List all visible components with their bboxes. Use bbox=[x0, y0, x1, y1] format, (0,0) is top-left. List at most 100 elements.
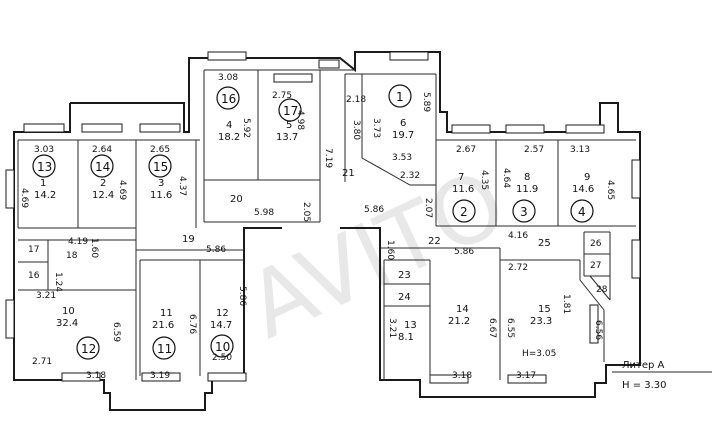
plan-label: 14.7 bbox=[210, 320, 232, 331]
plan-label: 8.1 bbox=[398, 332, 414, 343]
plan-label: 3.18 bbox=[452, 371, 472, 381]
plan-label: 3.73 bbox=[371, 118, 381, 138]
room-id: 10 bbox=[215, 340, 230, 354]
plan-label: 4.37 bbox=[177, 176, 187, 196]
plan-label: 23.3 bbox=[530, 316, 552, 327]
plan-label: 19.7 bbox=[392, 130, 414, 141]
plan-label: 5.86 bbox=[364, 205, 384, 215]
room-id: 2 bbox=[460, 205, 468, 219]
plan-label: 7 bbox=[458, 172, 464, 183]
plan-label: 11 bbox=[160, 308, 173, 319]
room-id: 11 bbox=[157, 342, 172, 356]
plan-label: 6 bbox=[400, 118, 406, 129]
plan-label: 3.17 bbox=[516, 371, 536, 381]
plan-label: 13 bbox=[404, 320, 417, 331]
plan-label: 24 bbox=[398, 292, 411, 303]
plan-label: 4 bbox=[226, 120, 232, 131]
plan-label: 7.19 bbox=[323, 148, 333, 168]
room-id: 15 bbox=[153, 160, 168, 174]
plan-label: 12.4 bbox=[92, 190, 114, 201]
plan-label: 13.7 bbox=[276, 132, 298, 143]
plan-label: 4.64 bbox=[501, 168, 511, 188]
plan-label: 2 bbox=[100, 178, 106, 189]
room-id: 1 bbox=[396, 90, 404, 104]
plan-label: 21.6 bbox=[152, 320, 174, 331]
room-id: 17 bbox=[283, 104, 298, 118]
plan-label: 21 bbox=[342, 168, 355, 179]
plan-label: 6.76 bbox=[187, 314, 197, 334]
plan-label: 4.98 bbox=[295, 110, 305, 130]
legend: Литер А Н = 3.30 bbox=[612, 360, 712, 391]
plan-label: 5.86 bbox=[206, 245, 226, 255]
plan-label: 18.2 bbox=[218, 132, 240, 143]
plan-label: 4.65 bbox=[605, 180, 615, 200]
room-id: 4 bbox=[578, 205, 586, 219]
plan-label: 1 bbox=[40, 178, 46, 189]
plan-label: 1.60 bbox=[89, 238, 99, 258]
plan-label: 6.55 bbox=[505, 318, 515, 338]
plan-label: 11.6 bbox=[150, 190, 172, 201]
plan-label: 3.80 bbox=[351, 120, 361, 140]
plan-label: 6.59 bbox=[111, 322, 121, 342]
legend-height: Н = 3.30 bbox=[622, 380, 667, 391]
plan-label: 2.18 bbox=[346, 95, 366, 105]
plan-label: 11.6 bbox=[452, 184, 474, 195]
room-id: 13 bbox=[37, 160, 52, 174]
plan-label: 32.4 bbox=[56, 318, 78, 329]
height-note: Н=3.05 bbox=[522, 349, 556, 359]
interior-walls bbox=[17, 69, 636, 380]
plan-label: 4.16 bbox=[508, 231, 528, 241]
plan-label: 25 bbox=[538, 238, 551, 249]
plan-label: 2.75 bbox=[272, 91, 292, 101]
corridor-labels: 20 5.98 2.05 21 3.80 7.19 2.18 3.53 2.32… bbox=[28, 95, 608, 381]
plan-label: 3.18 bbox=[86, 371, 106, 381]
plan-label: 28 bbox=[596, 285, 608, 295]
plan-label: 1.24 bbox=[53, 272, 63, 292]
plan-label: 6.67 bbox=[487, 318, 497, 338]
plan-label: 5 bbox=[286, 120, 292, 131]
plan-label: 20 bbox=[230, 194, 243, 205]
plan-label: 5.89 bbox=[421, 92, 431, 112]
plan-label: 4.19 bbox=[68, 237, 88, 247]
plan-label: 3.21 bbox=[36, 291, 56, 301]
plan-label: 5.86 bbox=[237, 286, 247, 306]
plan-label: 5.98 bbox=[254, 208, 274, 218]
plan-label: 2.71 bbox=[32, 357, 52, 367]
plan-label: 22 bbox=[428, 236, 441, 247]
plan-label: 10 bbox=[62, 306, 75, 317]
plan-label: 14 bbox=[456, 304, 469, 315]
room-id: 3 bbox=[520, 205, 528, 219]
plan-label: 3.13 bbox=[570, 145, 590, 155]
room-id: 14 bbox=[95, 160, 110, 174]
plan-label: 1.60 bbox=[385, 240, 395, 260]
plan-label: 14.2 bbox=[34, 190, 56, 201]
room-dimensions: 3.03 4.69 2.64 4.69 2.65 4.37 3.08 5.92 … bbox=[19, 73, 615, 381]
plan-label: 21.2 bbox=[448, 316, 470, 327]
plan-label: 18 bbox=[66, 251, 78, 261]
plan-label: 3.08 bbox=[218, 73, 238, 83]
legend-title: Литер А bbox=[622, 360, 665, 371]
plan-label: 16 bbox=[28, 271, 40, 281]
plan-label: 26 bbox=[590, 239, 602, 249]
plan-label: 3.21 bbox=[387, 318, 397, 338]
plan-label: 3.19 bbox=[150, 371, 170, 381]
plan-label: 3 bbox=[158, 178, 164, 189]
room-id: 16 bbox=[221, 92, 236, 106]
plan-label: 12 bbox=[216, 308, 229, 319]
plan-label: 2.67 bbox=[456, 145, 476, 155]
plan-label: 2.32 bbox=[400, 171, 420, 181]
plan-label: 3.03 bbox=[34, 145, 54, 155]
room-ids: 13 14 15 16 17 1 2 3 4 12 11 10 bbox=[32, 84, 594, 360]
watermark: AVITO bbox=[232, 150, 521, 359]
room-labels: 114.2 212.4 311.6 418.2 513.7 619.7 711.… bbox=[34, 118, 594, 343]
plan-label: 14.6 bbox=[572, 184, 594, 195]
plan-label: 9 bbox=[584, 172, 590, 183]
plan-label: 23 bbox=[398, 270, 411, 281]
plan-label: 2.65 bbox=[150, 145, 170, 155]
plan-label: 6.56 bbox=[593, 320, 603, 340]
plan-label: 4.69 bbox=[19, 188, 29, 208]
plan-label: 4.69 bbox=[117, 180, 127, 200]
plan-label: 17 bbox=[28, 245, 39, 255]
plan-label: 8 bbox=[524, 172, 530, 183]
